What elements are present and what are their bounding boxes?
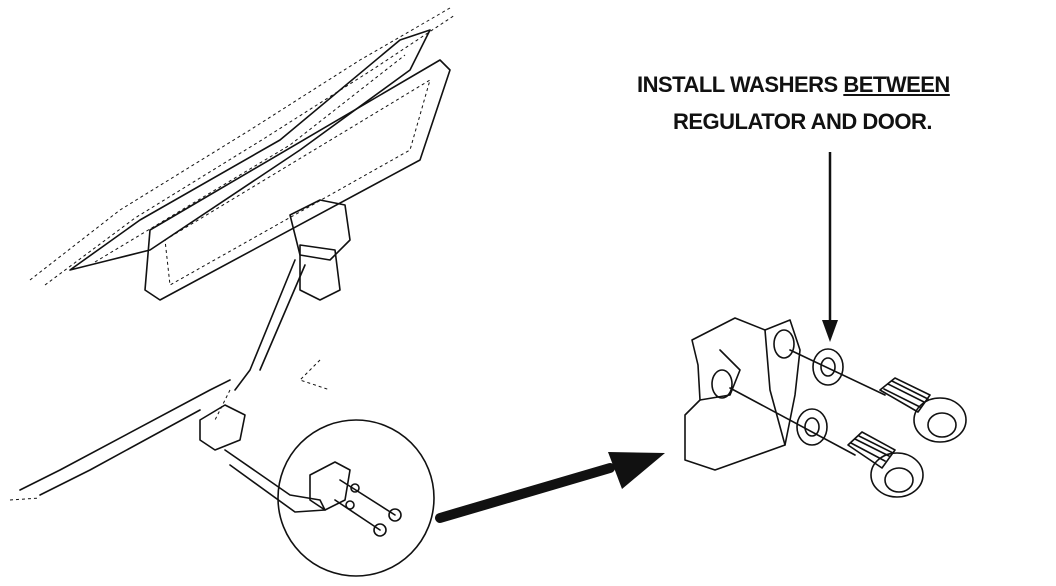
detail-circle [277, 419, 435, 577]
window-glass [144, 59, 451, 301]
annotation-line-2: REGULATOR AND DOOR. [673, 109, 932, 134]
bolt-upper [879, 377, 967, 443]
alignment-lines [729, 349, 886, 456]
regulator-bracket-enlarged [684, 317, 801, 471]
washers [796, 348, 844, 446]
door-lower-panel [9, 379, 231, 501]
bolt-lower [847, 431, 924, 498]
magnify-arrow [435, 452, 665, 523]
annotation-prefix: INSTALL WASHERS [637, 72, 844, 97]
door-frame-outline [29, 7, 456, 286]
annotation-emphasis: BETWEEN [843, 72, 950, 97]
regulator-mechanism [199, 199, 351, 451]
annotation-line-1: INSTALL WASHERS BETWEEN [637, 72, 950, 98]
callout-arrow [822, 152, 838, 342]
